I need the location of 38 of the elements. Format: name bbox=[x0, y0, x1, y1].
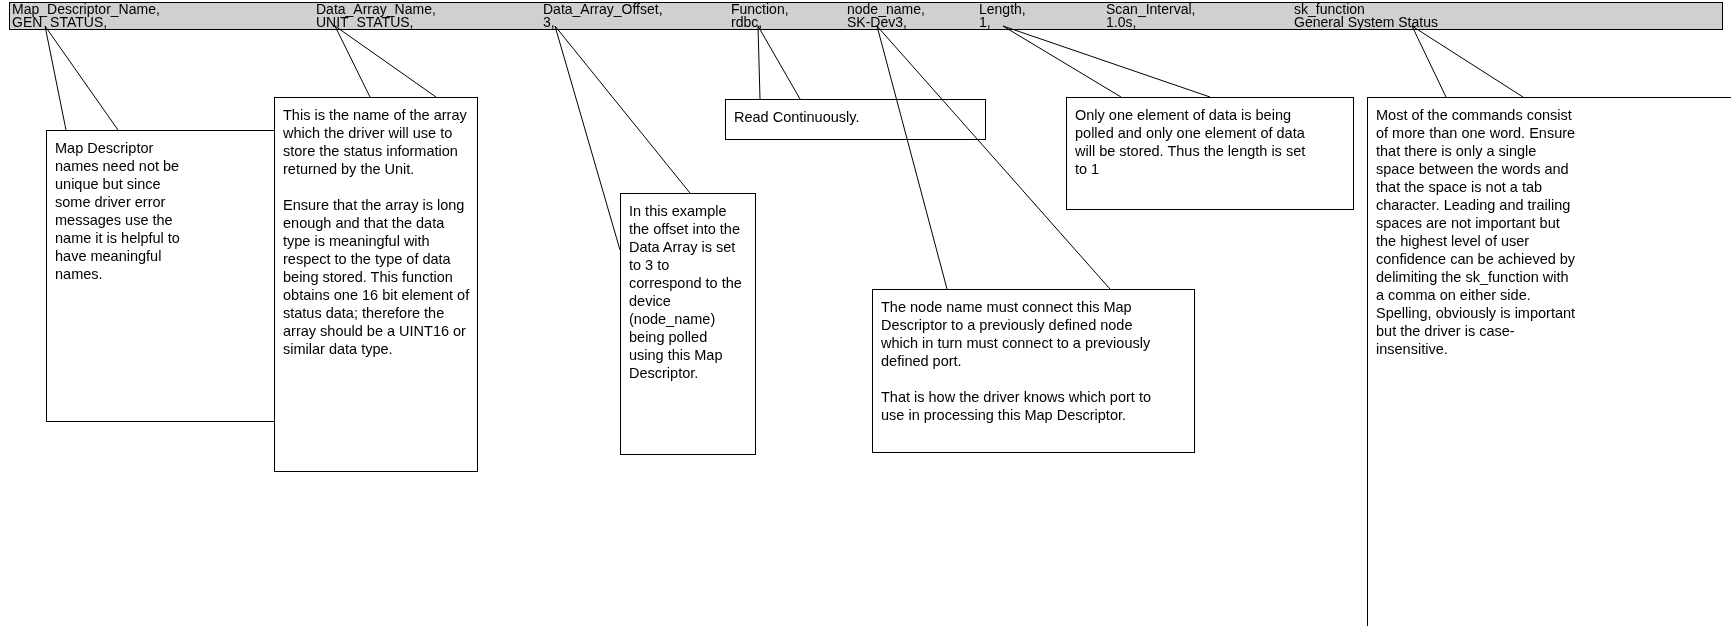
field-value: 3, bbox=[543, 16, 555, 29]
leader-line bbox=[334, 25, 437, 98]
column-header: Data_Array_Offset, bbox=[543, 3, 663, 16]
column-header: node_name, bbox=[847, 3, 925, 16]
callout-text: That is how the driver knows which port to use in processing this Map Descriptor. bbox=[881, 388, 1152, 424]
column-header: Scan_Interval, bbox=[1106, 3, 1196, 16]
column-header: Function, bbox=[731, 3, 789, 16]
leader-line bbox=[1411, 25, 1524, 98]
callout-text: The node name must connect this Map Descriptor to a previously defined node which in turn must connect to a previously defined port. bbox=[881, 298, 1152, 370]
callout-text: This is the name of the array which the driver will use to store the status information returned by the Unit. bbox=[283, 106, 468, 178]
field-value: rdbc, bbox=[731, 16, 763, 29]
leader-line bbox=[554, 25, 691, 251]
callout-text: In this example the offset into the Data Array is set to 3 to correspond to the device (node_name) being polled using this Map Descriptor. bbox=[629, 202, 743, 382]
field-value: General System Status bbox=[1294, 16, 1438, 29]
column-header: Map_Descriptor_Name, bbox=[12, 3, 160, 16]
callout-box bbox=[872, 289, 1195, 453]
leader-line bbox=[757, 25, 801, 100]
callout-text: Most of the commands consist of more than one word. Ensure that there is only a single space between the words and that the space is not a tab character. Leading and trailing spaces are not important but the highest level of user confidence can be achieved by delimiting the sk_function with a comma on either side. Spelling, obviously is important but the driver is case-insensitive. bbox=[1376, 106, 1576, 358]
field-value: SK-Dev3, bbox=[847, 16, 907, 29]
column-header: sk_function bbox=[1294, 3, 1366, 16]
callout-box bbox=[1066, 97, 1354, 210]
field-value: GEN_STATUS, bbox=[12, 16, 108, 29]
callout-box bbox=[274, 97, 478, 472]
callout-text: Only one element of data is being polled and only one element of data will be stored. Thus the length is set to 1 bbox=[1075, 106, 1307, 178]
callout-text: Map Descriptor names need not be unique but since some driver error messages use the name it is helpful to have meaningful names. bbox=[55, 139, 181, 283]
field-value: UNIT_STATUS, bbox=[316, 16, 414, 29]
column-header: Length, bbox=[979, 3, 1026, 16]
leader-line bbox=[1002, 25, 1211, 98]
callout-box bbox=[1367, 97, 1731, 626]
callout-text: Ensure that the array is long enough and that the data type is meaningful with respect to the type of data being stored. This function obtains one 16 bit element of status data; therefore the array should be a UINT16 or similar data type. bbox=[283, 196, 471, 358]
field-value: 1, bbox=[979, 16, 991, 29]
column-header: Data_Array_Name, bbox=[316, 3, 436, 16]
field-value: 1.0s, bbox=[1106, 16, 1137, 29]
callout-text: Read Continuously. bbox=[734, 108, 861, 126]
callout-box bbox=[725, 99, 986, 140]
leader-line bbox=[876, 25, 1111, 290]
callout-box bbox=[620, 193, 756, 455]
leader-line bbox=[44, 25, 119, 131]
